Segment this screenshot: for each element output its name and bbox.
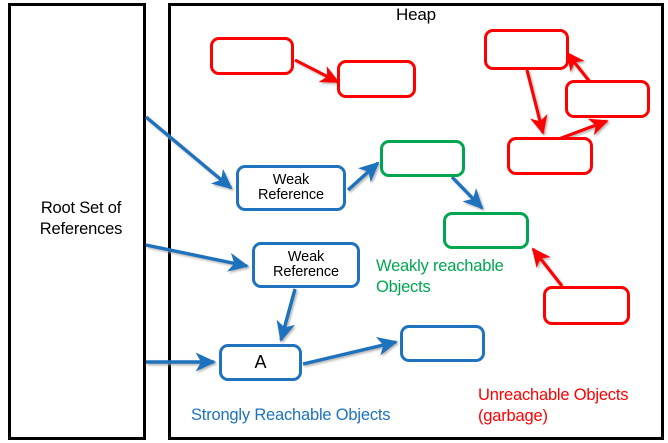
edge-garbage-1-to-garbage-2 <box>294 58 340 84</box>
heap-title: Heap <box>396 5 436 24</box>
edge-weak-ref-1-to-weak-obj-1 <box>346 161 380 192</box>
edge-weak-ref-2-to-object-a <box>276 288 297 342</box>
node-weak-ref-1[interactable]: Weak Reference <box>236 165 346 211</box>
caption-weakly-reachable: Weakly reachable Objects <box>376 257 504 297</box>
caption-strongly-reachable: Strongly Reachable Objects <box>191 406 391 424</box>
heap-panel <box>168 3 664 440</box>
root-set-label: Root Set of References <box>39 199 123 239</box>
node-object-a-label: A <box>254 352 267 373</box>
node-weak-object-1[interactable] <box>380 140 465 177</box>
edge-garbage-6-to-weak-obj-2 <box>531 247 564 287</box>
edge-root-to-weak-ref-1 <box>144 115 233 190</box>
caption-unreachable: Unreachable Objects (garbage) <box>478 386 629 426</box>
node-weak-ref-2[interactable]: Weak Reference <box>252 242 360 288</box>
node-garbage-4[interactable] <box>565 80 650 118</box>
edge-garbage-3-to-garbage-5 <box>525 69 548 135</box>
node-garbage-1[interactable] <box>210 37 294 75</box>
edge-weak-obj-1-to-weak-obj-2 <box>450 175 484 210</box>
node-weak-ref-1-label: Weak Reference <box>258 171 324 203</box>
edge-garbage-4-to-garbage-3 <box>565 51 592 83</box>
node-weak-ref-2-label: Weak Reference <box>273 248 339 280</box>
node-garbage-2[interactable] <box>337 60 416 98</box>
edge-root-to-weak-ref-2 <box>145 243 249 272</box>
node-garbage-6[interactable] <box>543 286 630 325</box>
node-weak-object-2[interactable] <box>443 212 529 249</box>
node-garbage-3[interactable] <box>484 29 569 70</box>
node-object-a[interactable]: A <box>219 344 302 381</box>
node-garbage-5[interactable] <box>507 137 593 175</box>
edge-object-a-to-strong-obj <box>302 336 398 366</box>
root-set-panel <box>8 3 146 440</box>
node-strong-object[interactable] <box>400 325 485 362</box>
